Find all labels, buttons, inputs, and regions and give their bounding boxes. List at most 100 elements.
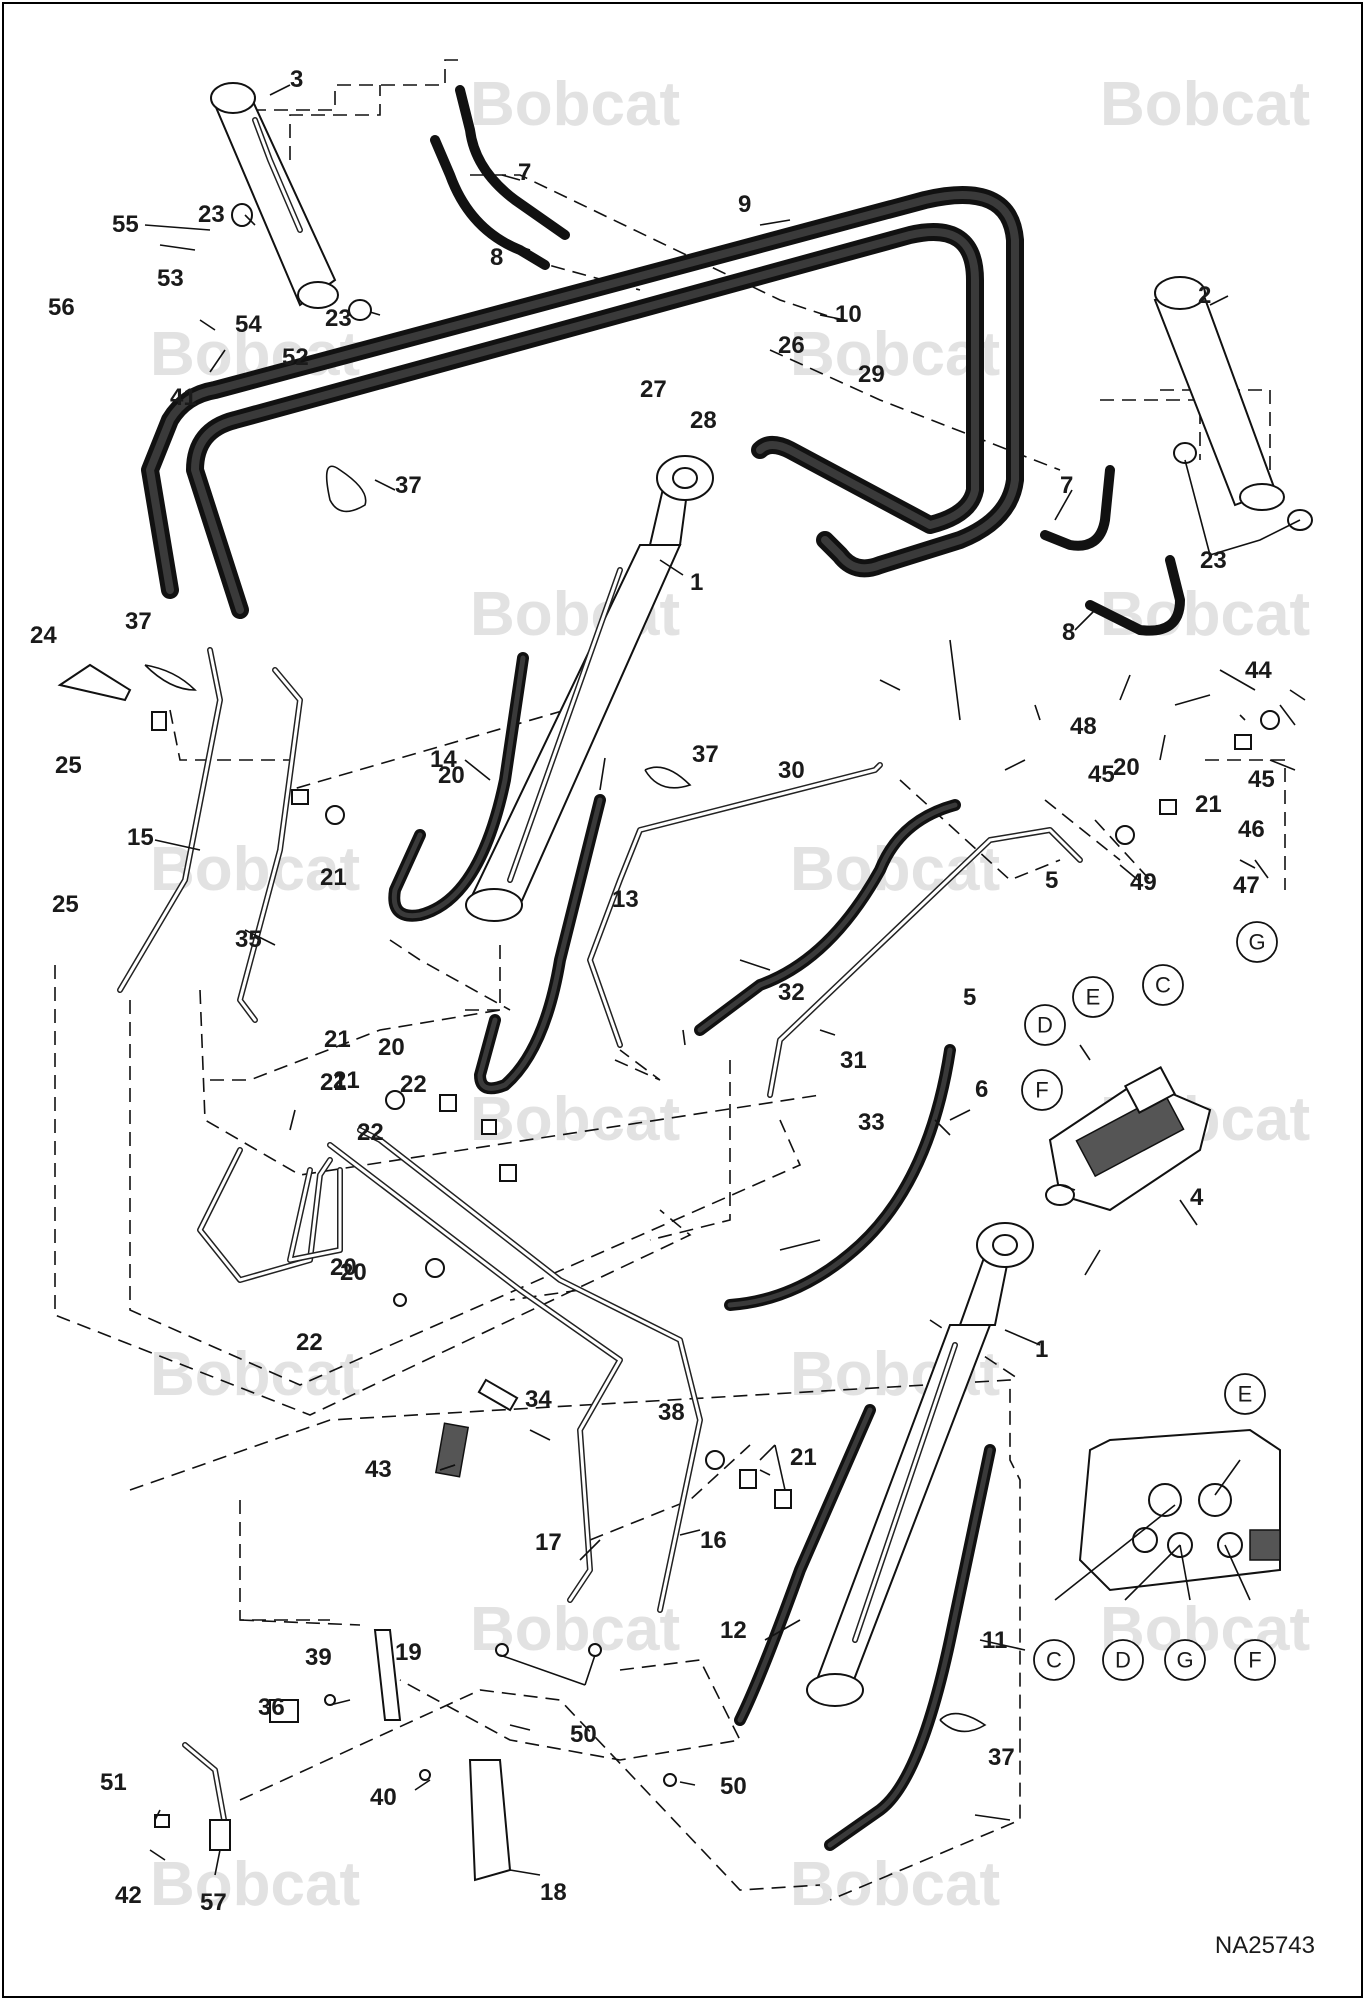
port-circle	[1164, 1639, 1206, 1681]
callout-number: 20	[378, 1034, 405, 1061]
callout-number: 26	[778, 332, 805, 359]
port-circle	[1142, 964, 1184, 1006]
callout-number: 6	[975, 1076, 988, 1103]
callout-number: 1	[690, 569, 703, 596]
port-circle	[1224, 1373, 1266, 1415]
callout-number: 25	[55, 752, 82, 779]
callout-number: 3	[290, 66, 303, 93]
hoses-lift	[388, 652, 996, 1851]
port-circle	[1021, 1069, 1063, 1111]
callout-number: 8	[1062, 619, 1075, 646]
callout-number: 31	[840, 1047, 867, 1074]
port-circle	[1102, 1639, 1144, 1681]
callout-number: 23	[198, 201, 225, 228]
hose-9-10	[141, 186, 1024, 619]
port-callout: C	[1033, 1639, 1075, 1681]
port-callout: F	[1021, 1069, 1063, 1111]
callout-number: 37	[988, 1744, 1015, 1771]
callout-number: 18	[540, 1879, 567, 1906]
callout-number: 21	[320, 1069, 347, 1096]
callout-number: 21	[324, 1026, 351, 1053]
callout-number: 21	[320, 864, 347, 891]
callout-number: 29	[858, 361, 885, 388]
callout-number: 8	[490, 244, 503, 271]
port-circle	[1234, 1639, 1276, 1681]
callout-number: 11	[982, 1627, 1007, 1654]
callout-number: 38	[658, 1399, 685, 1426]
callout-number: 37	[125, 608, 152, 635]
callout-number: 36	[258, 1694, 285, 1721]
callout-number: 51	[100, 1769, 127, 1796]
callout-number: 34	[525, 1386, 552, 1413]
callout-number: 43	[365, 1456, 392, 1483]
callout-number: 52	[282, 344, 309, 371]
callout-number: 50	[720, 1773, 747, 1800]
callout-number: 28	[690, 407, 717, 434]
callout-number: 50	[570, 1721, 597, 1748]
callout-number: 22	[400, 1071, 427, 1098]
valve-detail	[1078, 1428, 1281, 1592]
callout-number: 22	[357, 1119, 384, 1146]
hose-7-8-top	[430, 85, 1185, 636]
callout-number: 57	[200, 1889, 227, 1916]
callout-number: 9	[738, 191, 751, 218]
port-callout: G	[1236, 921, 1278, 963]
callout-number: 45	[1248, 766, 1275, 793]
port-letter: F	[1248, 1648, 1261, 1673]
callout-number: 16	[700, 1527, 727, 1554]
watermark-text: Bobcat	[1100, 580, 1310, 649]
callout-number: 20	[340, 1259, 367, 1286]
port-callout: E	[1072, 976, 1114, 1018]
callout-number: 12	[720, 1617, 747, 1644]
callout-number: 13	[612, 886, 639, 913]
dashed-lines	[54, 59, 1286, 1901]
callout-number: 37	[395, 472, 422, 499]
callout-number: 21	[1195, 791, 1222, 818]
callout-number: 25	[52, 891, 79, 918]
tilt-cylinder-3	[210, 82, 339, 309]
callout-number: 54	[235, 311, 262, 338]
callout-number: 23	[1200, 547, 1227, 574]
port-circle	[1033, 1639, 1075, 1681]
callout-number: 40	[370, 1784, 397, 1811]
port-letter: C	[1155, 973, 1171, 998]
drawing-reference: NA25743	[1214, 1932, 1315, 1959]
callout-number: 23	[325, 305, 352, 332]
watermark-text: Bobcat	[470, 70, 680, 139]
port-letter: G	[1248, 930, 1265, 955]
small-parts	[57, 203, 1313, 1882]
watermark-text: Bobcat	[470, 1085, 680, 1154]
callout-number: 22	[296, 1329, 323, 1356]
watermark-text: Bobcat	[790, 320, 1000, 389]
port-letter: C	[1046, 1648, 1062, 1673]
port-callout: G	[1164, 1639, 1206, 1681]
callout-number: 7	[1060, 472, 1073, 499]
callout-number: 46	[1238, 816, 1265, 843]
callout-number: 15	[127, 824, 154, 851]
callout-number: 5	[1045, 867, 1058, 894]
callout-number: 56	[48, 294, 75, 321]
callout-number: 30	[778, 757, 805, 784]
leader-lines	[144, 84, 1306, 1876]
callout-number: 27	[640, 376, 667, 403]
port-letter: E	[1238, 1382, 1253, 1407]
callout-number: 17	[535, 1529, 562, 1556]
callout-number: 39	[305, 1644, 332, 1671]
callout-number: 21	[333, 1067, 360, 1094]
callout-number: 5	[963, 984, 976, 1011]
port-letter: D	[1115, 1648, 1131, 1673]
callout-number: 32	[778, 979, 805, 1006]
callout-number: 10	[835, 301, 862, 328]
watermark-text: Bobcat	[790, 1850, 1000, 1919]
callout-number: 7	[518, 159, 531, 186]
callout-number: 45	[1088, 761, 1115, 788]
port-callout: D	[1102, 1639, 1144, 1681]
port-letter: E	[1086, 985, 1101, 1010]
port-circle	[1072, 976, 1114, 1018]
callout-number: 55	[112, 211, 139, 238]
callout-number: 47	[1233, 872, 1260, 899]
